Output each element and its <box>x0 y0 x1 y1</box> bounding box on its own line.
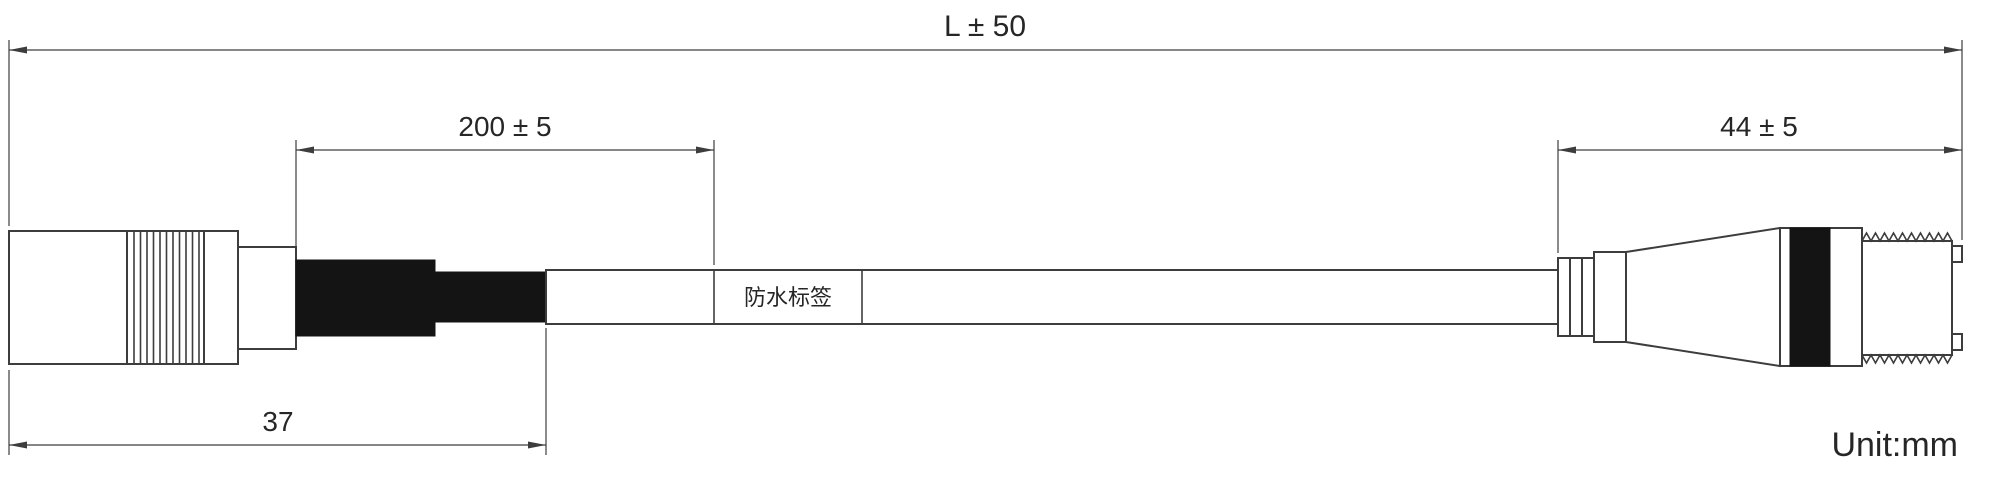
strain-relief-ring-3 <box>1581 257 1595 337</box>
coupling-nut <box>1861 240 1953 356</box>
arrowhead-right <box>1944 46 1962 54</box>
dimension-overall-length: L ± 50 <box>8 10 1963 240</box>
arrowhead-left <box>1558 146 1576 154</box>
arrowhead-left <box>9 46 27 54</box>
dimension-label-offset: 200 ± 5 <box>295 111 715 265</box>
unit-label: Unit:mm <box>1831 426 1958 464</box>
dimension-label-overall: L ± 50 <box>944 10 1026 43</box>
arrowhead-left <box>9 441 27 449</box>
strain-relief-ring-1 <box>1557 257 1571 337</box>
strain-relief-ring-2 <box>1569 257 1583 337</box>
knurl-bottom <box>1861 353 1953 365</box>
arrowhead-right <box>528 441 546 449</box>
arrowhead-left <box>296 146 314 154</box>
waterproof-label-text: 防水标签 <box>744 285 832 310</box>
strain-relief-collar <box>1593 251 1627 343</box>
right-connector <box>1557 226 1963 368</box>
cable: 防水标签 <box>545 269 1559 325</box>
dimension-din-connector: 37 <box>8 328 547 455</box>
dimension-label-200: 200 ± 5 <box>458 111 551 142</box>
cable-jacket <box>545 269 1559 325</box>
dimension-bnc-connector: 44 ± 5 <box>1557 111 1962 253</box>
left-connector-ribs <box>133 232 200 363</box>
bayonet-lug-bottom <box>1951 333 1963 351</box>
bayonet-lug-top <box>1951 245 1963 263</box>
arrowhead-right <box>696 146 714 154</box>
connector-black-band <box>1789 227 1831 367</box>
left-connector-ferrule <box>434 271 547 323</box>
arrowhead-right <box>1944 146 1962 154</box>
connector-taper <box>1625 226 1781 368</box>
left-connector-collar <box>203 230 239 365</box>
left-connector-boot <box>295 259 436 337</box>
knurl-top <box>1861 231 1953 243</box>
left-connector-neck <box>237 246 297 350</box>
dimension-label-37: 37 <box>262 406 293 437</box>
left-connector-body <box>8 230 128 365</box>
dimension-label-44: 44 ± 5 <box>1720 111 1798 142</box>
left-connector <box>8 230 547 365</box>
